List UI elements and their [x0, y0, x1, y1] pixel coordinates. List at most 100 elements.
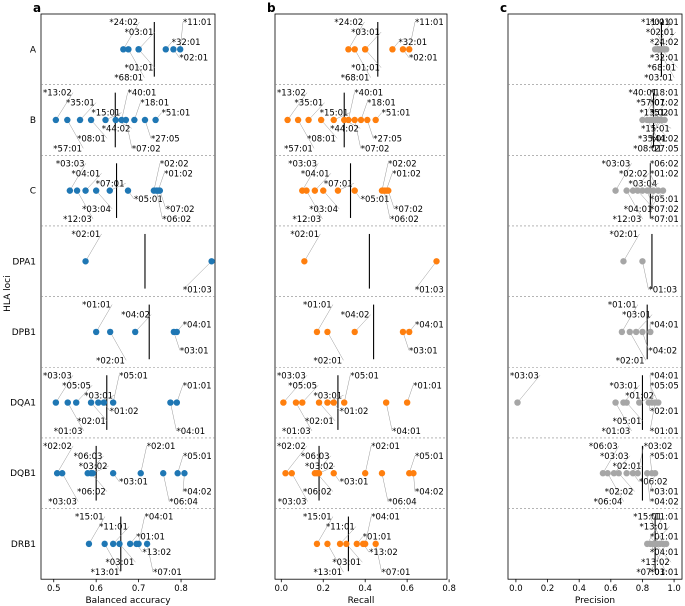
x-tick-label: 0.4 [572, 584, 586, 594]
point-label: *15:01 [320, 109, 349, 119]
annotation-leader [95, 190, 113, 210]
annotation-leader [138, 49, 155, 68]
annotation-leader [69, 163, 87, 191]
annotation-leader [637, 445, 644, 474]
annotation-leader [119, 543, 136, 563]
annotation-leader [297, 119, 315, 149]
annotation-leader [649, 190, 654, 219]
data-point [82, 258, 89, 265]
data-point [351, 116, 358, 124]
data-point [299, 399, 306, 406]
point-label: *01:02 [164, 169, 193, 179]
data-point [112, 116, 119, 124]
data-point [66, 187, 74, 194]
annotation-leader [327, 543, 344, 573]
row-a: A*24:02*68:01*03:01*01:01*32:01*02:01*11… [30, 18, 212, 84]
point-label: *03:01 [650, 488, 679, 498]
data-point [92, 328, 100, 336]
point-label: *02:02 [43, 442, 72, 452]
point-label: *01:01 [351, 64, 380, 74]
point-label: *03:02 [79, 462, 108, 472]
point-label: *03:03 [600, 452, 629, 462]
annotation-leader [385, 402, 393, 431]
point-label: *57:01 [284, 144, 313, 154]
x-axis-label: Recall [348, 596, 375, 606]
x-axis-label: Balanced accuracy [85, 596, 171, 606]
row-drb1: *15:01*07:01*13:01*13:02*01:01*04:01*11:… [633, 513, 679, 579]
row-dpb1: *01:01*02:01*04:02*03:01*04:01 [303, 301, 444, 367]
point-label: *02:01 [371, 442, 400, 452]
point-label: *02:01 [313, 356, 342, 366]
annotation-leader [128, 49, 145, 78]
data-point [604, 470, 611, 477]
row-dqb1: *06:03*06:04*03:03*02:02*02:01*06:02*03:… [589, 442, 679, 508]
data-point [647, 328, 654, 336]
point-label: *03:03 [288, 159, 317, 169]
data-point [92, 187, 100, 194]
point-label: *01:01 [650, 18, 679, 28]
data-point [372, 540, 379, 548]
annotation-leader [649, 119, 659, 149]
data-point [109, 399, 117, 406]
annotation-leader [642, 331, 649, 351]
data-point [629, 470, 637, 477]
annotation-leader [649, 102, 661, 121]
point-label: *07:01 [153, 568, 182, 578]
point-label: *24:02 [334, 18, 363, 28]
point-label: *03:01 [84, 391, 113, 401]
point-label: *13:01 [313, 568, 342, 578]
data-point [629, 187, 637, 194]
annotation-leader [649, 516, 664, 544]
x-tick-label: 0.8 [442, 584, 456, 594]
point-label: *35:01 [66, 99, 95, 109]
x-tick-label: 0.0 [275, 584, 289, 594]
point-label: *01:03 [54, 427, 83, 437]
data-point [170, 46, 177, 53]
data-point [399, 46, 407, 53]
annotation-leader [316, 304, 334, 333]
x-tick-label: 0.5 [47, 584, 61, 594]
panel-label: a [33, 1, 41, 15]
row-dpa1: *02:01*01:03 [290, 230, 443, 296]
point-label: *15:01 [303, 513, 332, 523]
row-dqa1: *03:03*01:03*03:01*05:01*01:02*02:01*04:… [510, 371, 679, 437]
point-label: *07:02 [650, 205, 679, 215]
data-point [361, 470, 369, 477]
annotation-leader [291, 473, 308, 502]
data-point [311, 187, 319, 194]
point-label: *06:02 [162, 215, 191, 225]
point-label: *01:01 [82, 301, 111, 311]
row-dpb1: *01:01*02:01*03:01*04:02*04:01 [608, 301, 679, 367]
data-point [662, 540, 670, 548]
annotation-leader [138, 31, 155, 50]
point-label: *05:01 [119, 371, 148, 381]
data-point [345, 116, 352, 124]
point-label: *03:01 [106, 558, 135, 568]
annotation-leader [381, 163, 389, 191]
point-label: *08:01 [633, 144, 662, 154]
point-label: *06:02 [390, 215, 419, 225]
data-point [623, 187, 630, 194]
data-point [120, 46, 127, 53]
point-label: *13:02 [369, 548, 398, 558]
data-point [284, 116, 291, 124]
locus-label-dpb1: DPB1 [12, 328, 36, 338]
point-label: *02:01 [179, 54, 208, 64]
annotation-leader [381, 473, 389, 502]
point-label: *15:01 [92, 109, 121, 119]
row-drb1: DRB1*15:01*13:01*11:01*03:01*01:01*13:02… [11, 513, 182, 579]
annotation-leader [649, 402, 656, 431]
data-point [135, 46, 142, 53]
data-point [320, 187, 327, 194]
point-label: *68:01 [114, 74, 143, 84]
annotation-leader [182, 261, 212, 290]
point-label: *01:01 [608, 301, 637, 311]
annotation-leader [306, 190, 323, 220]
annotation-leader [159, 190, 167, 210]
point-label: *02:01 [77, 417, 106, 427]
row-c: *03:03*12:03*04:01*03:04*07:01*05:01*02:… [288, 159, 423, 225]
data-point [100, 399, 108, 406]
row-dpa1: DPA1*02:01*01:03 [12, 230, 215, 296]
point-label: *12:03 [292, 215, 321, 225]
data-point [292, 399, 300, 406]
